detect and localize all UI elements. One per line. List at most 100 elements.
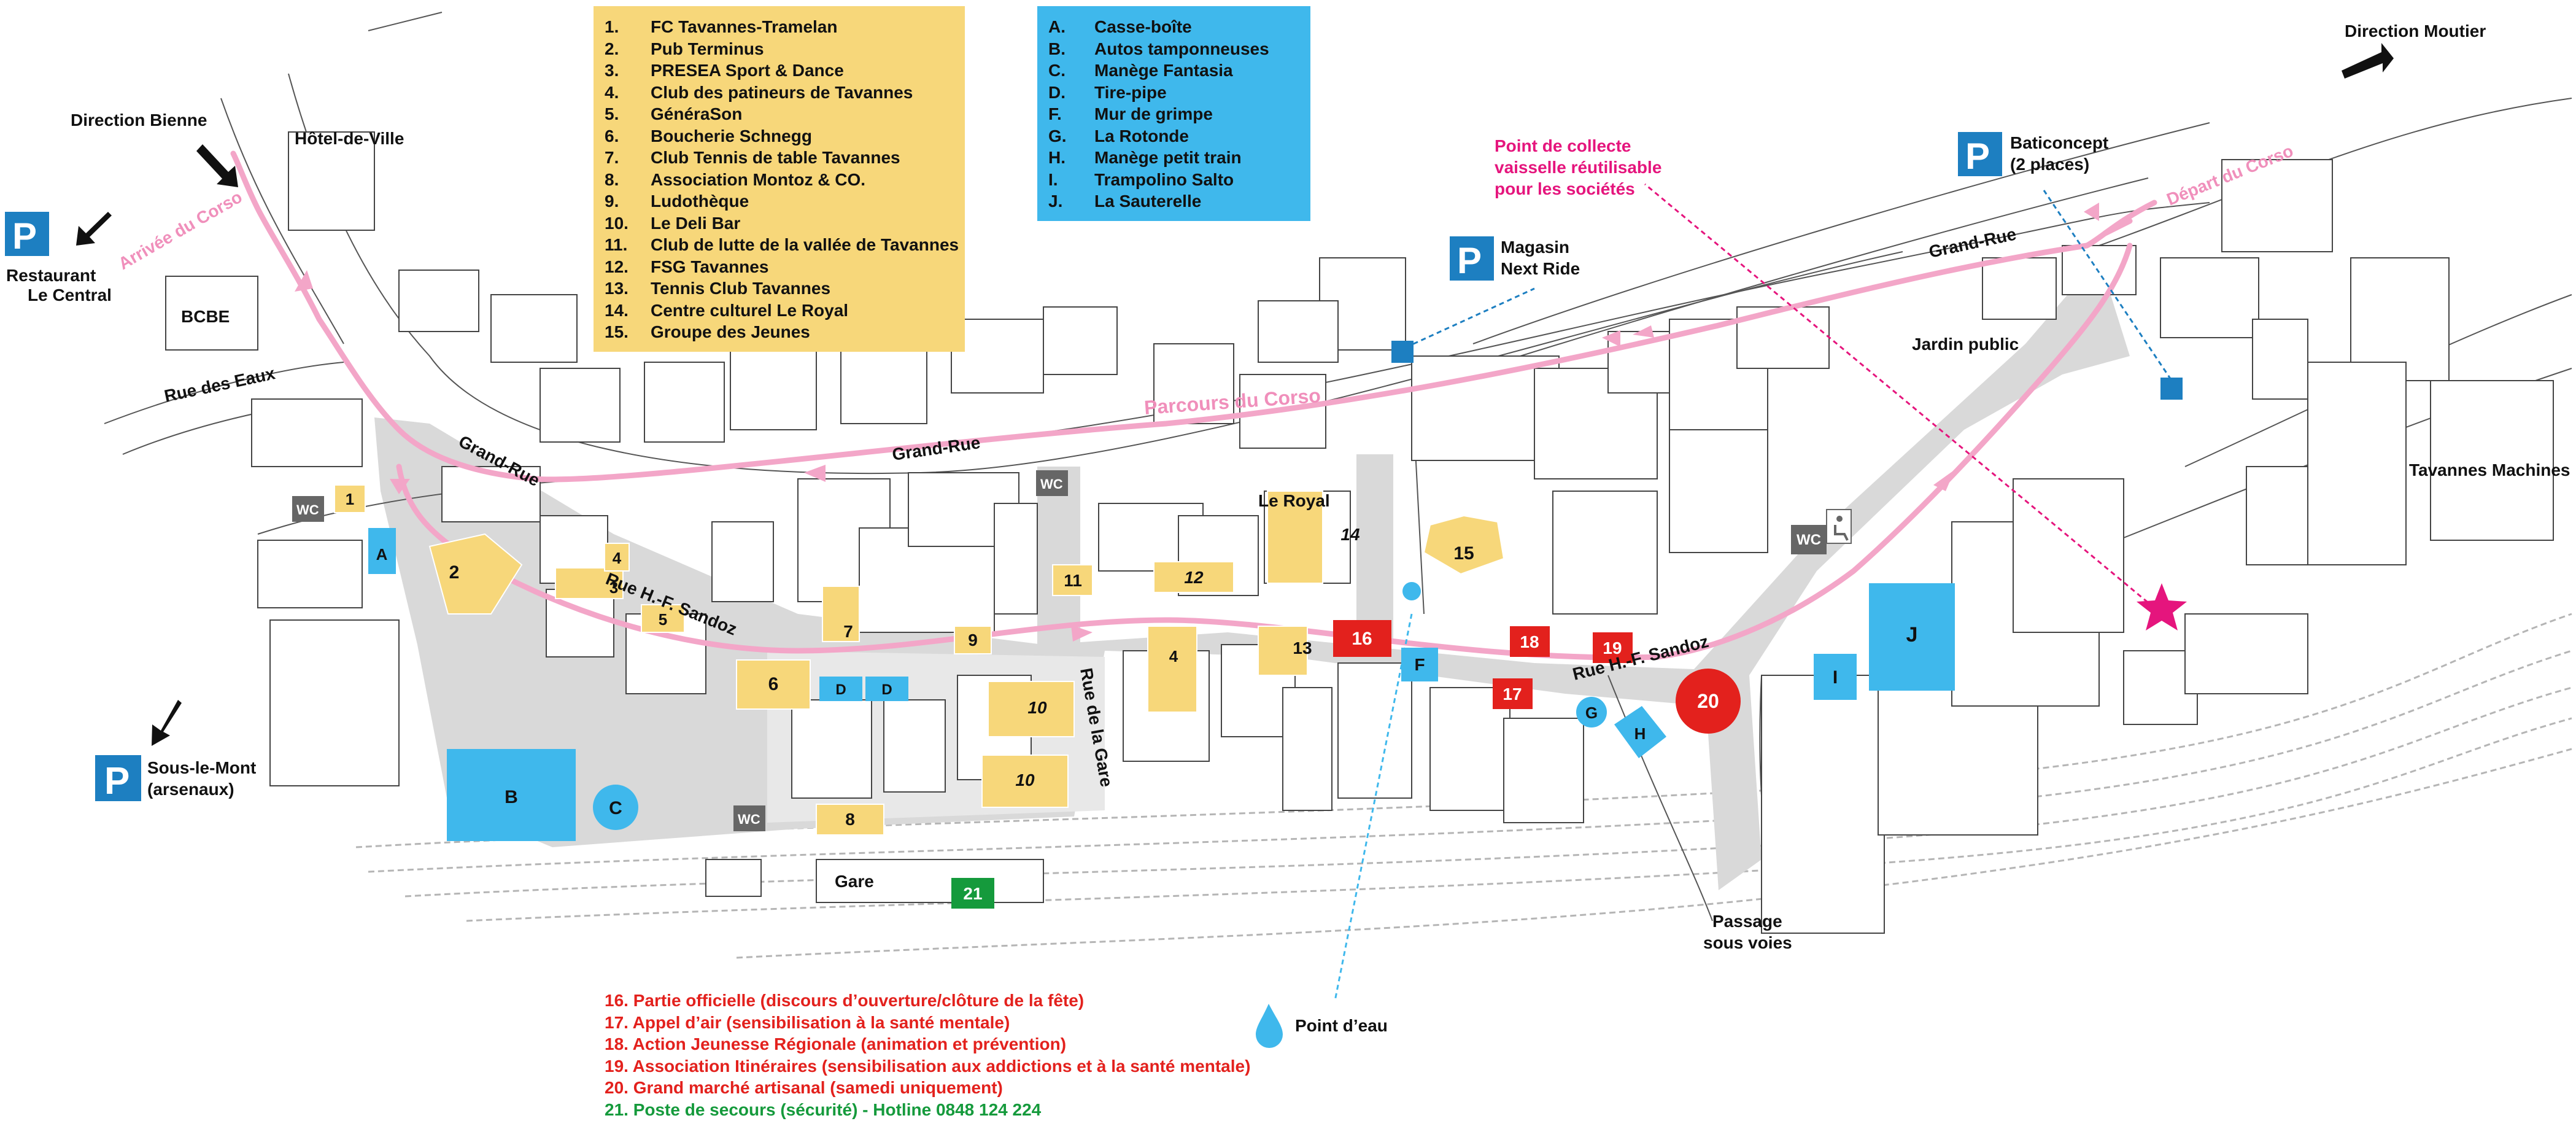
label-passage: Passage (1712, 912, 1782, 931)
label-collecte-2: vaisselle réutilisable (1495, 158, 1661, 177)
marker-15: 15 (1453, 543, 1474, 564)
label-direction-moutier: Direction Moutier (2345, 21, 2486, 41)
collection-point-star (2137, 583, 2187, 630)
marker-17: 17 (1503, 685, 1522, 704)
label-collecte-1: Point de collecte (1495, 136, 1631, 155)
marker-16: 16 (1352, 629, 1372, 649)
marker-D1: D (835, 681, 846, 698)
legend-attraction-text: Manège Fantasia (1094, 61, 1233, 80)
legend-attraction-item: A. Casse-boîte (1048, 16, 1310, 38)
label-le-royal: Le Royal (1258, 491, 1330, 510)
legend-official-item: 20. Grand marché artisanal (samedi uniqu… (605, 1077, 1250, 1099)
legend-attraction-key: A. (1048, 17, 1066, 36)
legend-society-item: 5.GénéraSon (605, 103, 965, 125)
marker-19: 19 (1603, 638, 1622, 658)
legend-society-key: 14. (605, 300, 629, 320)
buildings (165, 131, 2554, 934)
legend-society-item: 1.FC Tavannes-Tramelan (605, 16, 965, 38)
legend-attraction-text: Casse-boîte (1094, 17, 1192, 36)
marker-C: C (609, 798, 622, 818)
marker-3: 3 (609, 578, 618, 597)
legend-society-item: 10.Le Deli Bar (605, 212, 965, 235)
marker-4a: 4 (613, 549, 622, 567)
marker-11: 11 (1064, 571, 1082, 590)
legend-official-text: 16. Partie officielle (discours d’ouvert… (605, 991, 1085, 1010)
label-next-ride: Next Ride (1501, 259, 1580, 278)
marker-6: 6 (768, 674, 779, 694)
legend-official-text: 18. Action Jeunesse Régionale (animation… (605, 1034, 1067, 1053)
legend-society-text: Tennis Club Tavannes (651, 279, 831, 298)
parking-letter-next-ride: P (1457, 240, 1482, 281)
legend-official-text: 19. Association Itinéraires (sensibilisa… (605, 1056, 1251, 1076)
marker-18: 18 (1520, 632, 1539, 651)
legend-attraction-key: C. (1048, 61, 1066, 80)
legend-society-key: 8. (605, 169, 619, 189)
legend-attraction-key: J. (1048, 192, 1063, 211)
legend-attraction-key: H. (1048, 148, 1066, 167)
legend-society-text: GénéraSon (651, 104, 743, 123)
marker-8: 8 (845, 810, 855, 829)
legend-society-item: 12.FSG Tavannes (605, 256, 965, 278)
legend-society-key: 4. (605, 82, 619, 102)
label-arrivee-corso: Arrivée du Corso (115, 187, 246, 273)
legend-society-text: Groupe des Jeunes (651, 322, 810, 341)
legend-society-key: 11. (605, 235, 628, 254)
legend-society-key: 6. (605, 126, 619, 145)
label-gare: Gare (835, 872, 874, 891)
label-grand-rue-right: Grand-Rue (1927, 224, 2018, 261)
label-le-central: Le Central (28, 285, 112, 305)
legend-society-text: Pub Terminus (651, 39, 764, 58)
label-magasin: Magasin (1501, 238, 1569, 257)
legend-attraction-item: F.Mur de grimpe (1048, 103, 1310, 125)
label-restaurant: Restaurant (6, 266, 96, 285)
legend-attraction-key: B. (1048, 39, 1066, 58)
marker-G: G (1585, 704, 1598, 722)
corso-route (230, 150, 2157, 661)
legend-attraction-item: J. La Sauterelle (1048, 190, 1310, 212)
wheelchair-icon (1826, 509, 1852, 544)
label-2-places: (2 places) (2010, 155, 2089, 174)
legend-official: 16. Partie officielle (discours d’ouvert… (605, 990, 1250, 1120)
marker-F: F (1414, 655, 1425, 674)
legend-society-item: 11.Club de lutte de la vallée de Tavanne… (605, 234, 965, 256)
legend-society-item: 14.Centre culturel Le Royal (605, 300, 965, 322)
marker-1: 1 (346, 490, 354, 508)
legend-attraction-text: La Sauterelle (1094, 192, 1202, 211)
legend-society-text: Club des patineurs de Tavannes (651, 82, 913, 102)
legend-society-key: 9. (605, 192, 619, 211)
legend-official-item: 18. Action Jeunesse Régionale (animation… (605, 1033, 1250, 1055)
legend-society-text: Le Deli Bar (651, 213, 741, 233)
wc-markers (292, 470, 1827, 831)
parking-square-baticoncept (2160, 378, 2183, 400)
marker-I: I (1833, 667, 1838, 688)
marker-labels: 1 2 3 4 5 6 7 8 9 10 10 11 12 13 14 4 15… (346, 490, 1918, 829)
legend-attraction-key: I. (1048, 169, 1058, 189)
legend-attraction-key: D. (1048, 82, 1066, 102)
legend-society-item: 7.Club Tennis de table Tavannes (605, 147, 965, 169)
legend-society-item: 3.PRESEA Sport & Dance (605, 60, 965, 82)
label-arsenaux: (arsenaux) (147, 780, 234, 799)
marker-13: 13 (1293, 638, 1312, 658)
leader-lines (1334, 183, 2177, 1001)
legend-society-key: 3. (605, 61, 619, 80)
marker-12: 12 (1184, 568, 1204, 587)
label-direction-bienne: Direction Bienne (71, 111, 207, 130)
legend-attraction-item: C. Manège Fantasia (1048, 60, 1310, 82)
marker-H: H (1634, 724, 1646, 743)
legend-society-key: 13. (605, 279, 629, 298)
legend-attraction-item: B.Autos tamponneuses (1048, 38, 1310, 60)
legend-society-text: FC Tavannes-Tramelan (651, 17, 838, 36)
parking-square-next-ride (1391, 341, 1414, 363)
legend-official-text: 17. Appel d’air (sensibilisation à la sa… (605, 1012, 1010, 1032)
legend-official-item: 19. Association Itinéraires (sensibilisa… (605, 1055, 1250, 1077)
marker-9: 9 (968, 630, 978, 650)
label-bcbe: BCBE (181, 307, 230, 326)
marker-A: A (376, 545, 388, 564)
legend-society-text: Association Montoz & CO. (651, 169, 865, 189)
label-baticoncept: Baticoncept (2010, 133, 2108, 152)
legend-attraction-item: I.Trampolino Salto (1048, 169, 1310, 191)
label-hotel-de-ville: Hôtel-de-Ville (295, 129, 404, 148)
